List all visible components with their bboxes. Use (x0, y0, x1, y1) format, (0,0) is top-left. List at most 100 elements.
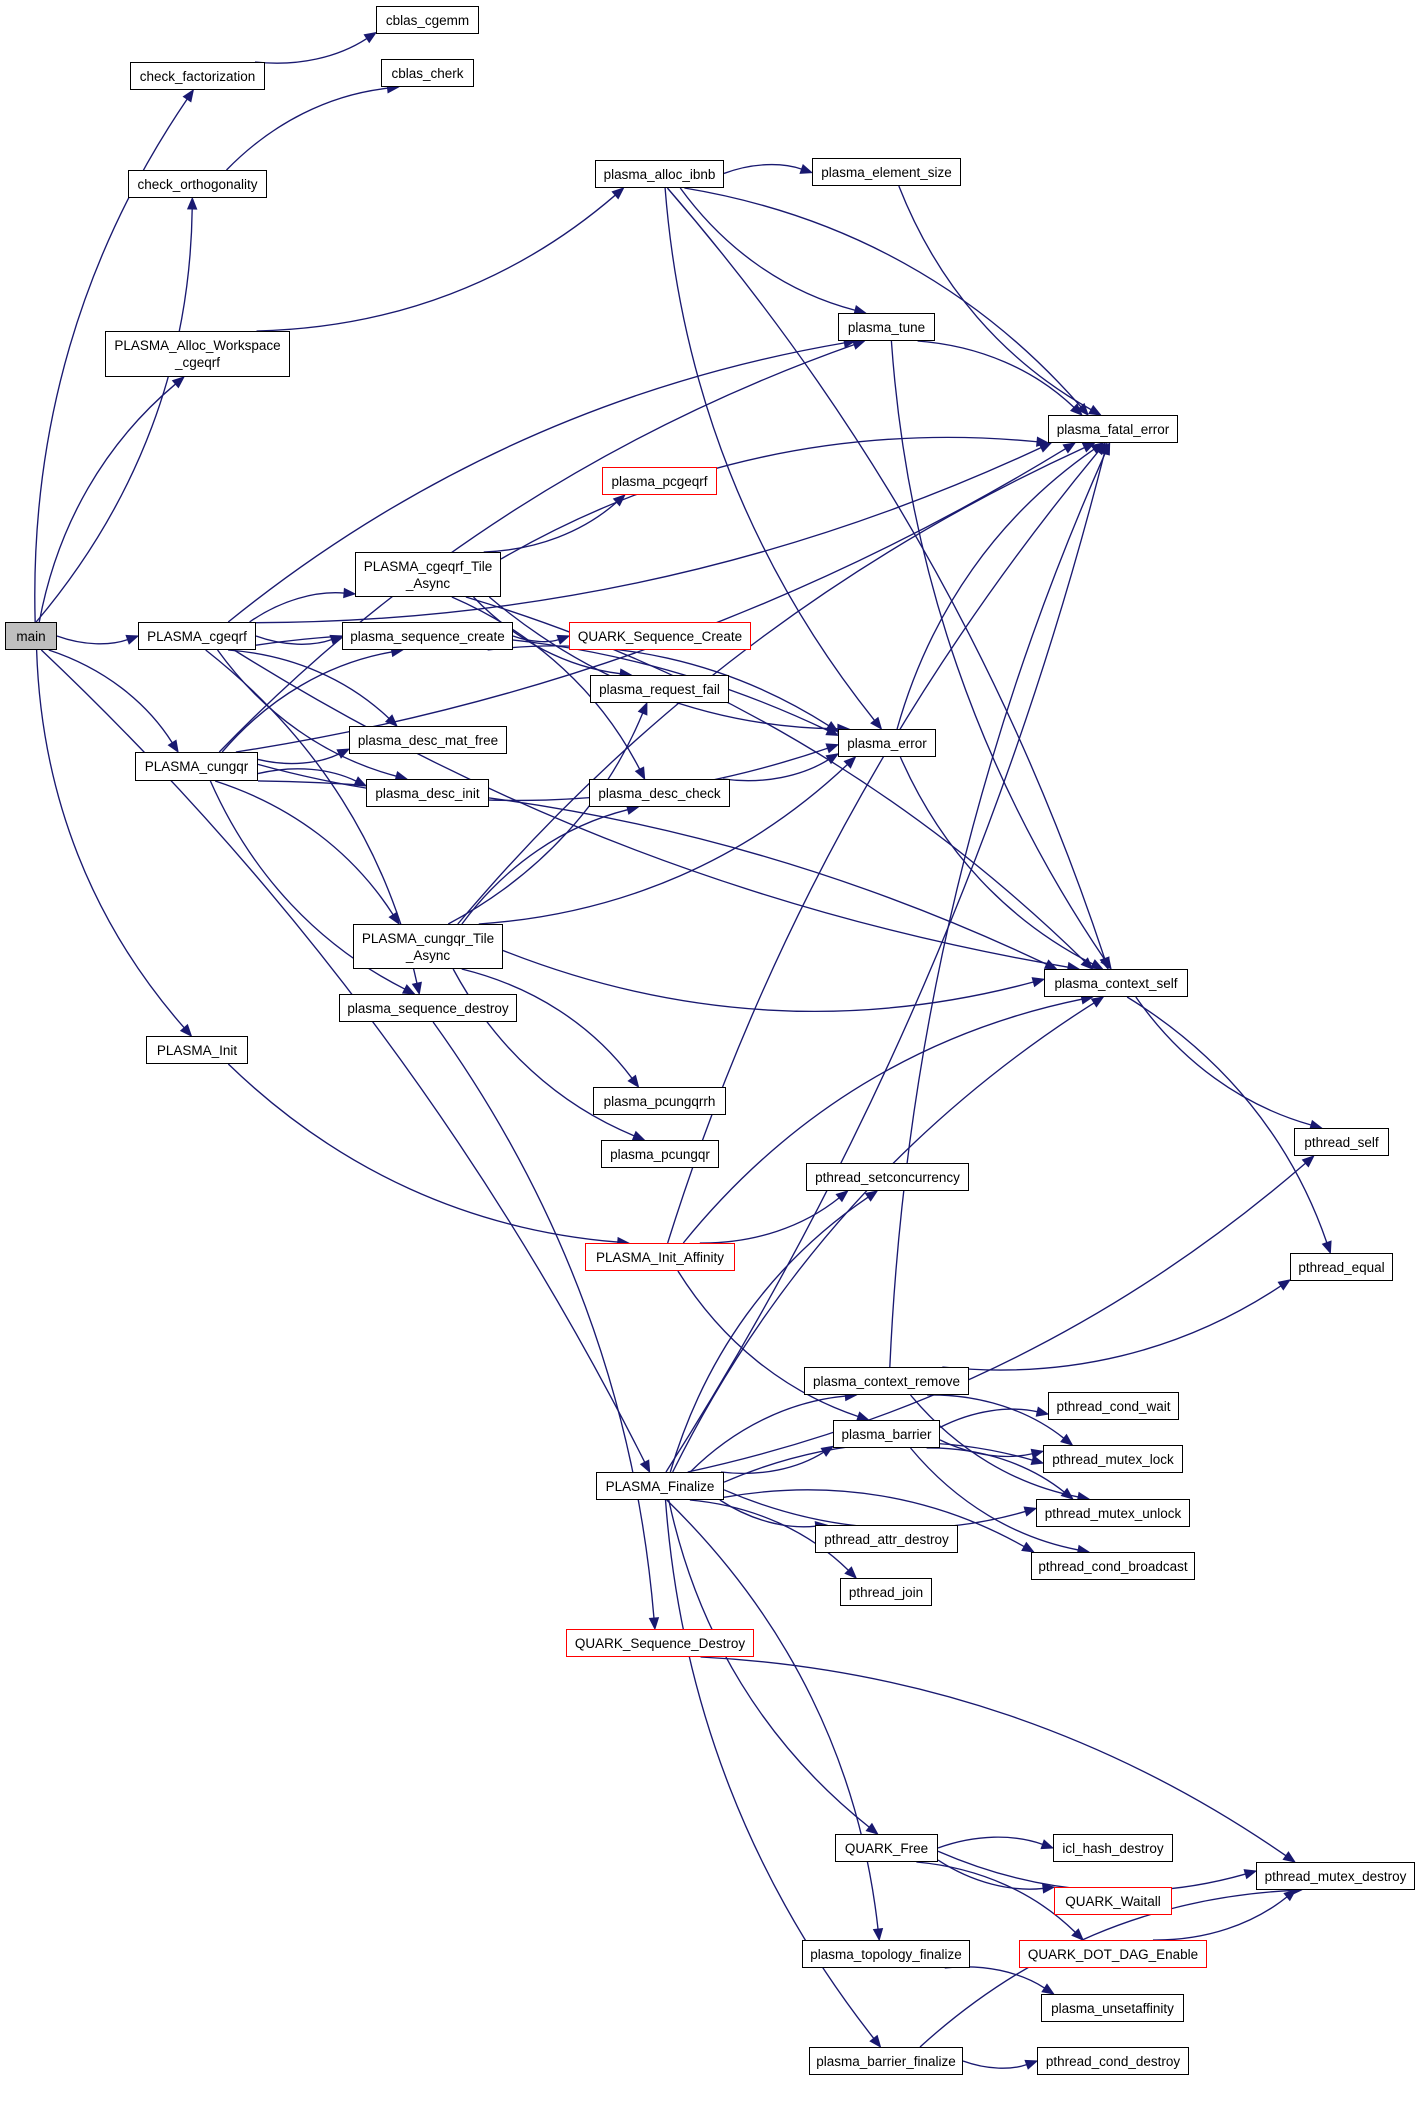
node-plasma-sequence-destroy[interactable]: plasma_sequence_destroy (339, 994, 517, 1022)
edge-plasma-cgeqrf-tile-async-to-plasma-fatal-error (500, 436, 1038, 560)
arrowhead-icon (1100, 956, 1112, 971)
node-quark-waitall[interactable]: QUARK_Waitall (1054, 1887, 1172, 1915)
node-plasma-init-affinity[interactable]: PLASMA_Init_Affinity (585, 1243, 735, 1271)
arrowhead-icon (1062, 442, 1077, 454)
node-plasma-cungqr[interactable]: PLASMA_cungqr (135, 752, 258, 781)
node-plasma-error[interactable]: plasma_error (838, 729, 936, 757)
edge-plasma-cungqr-tile-async-to-plasma-fatal-error (457, 446, 1085, 925)
edge-check-factorization-to-cblas-cgemm (254, 37, 368, 64)
edge-main-to-check-orthogonality (35, 208, 193, 623)
arrowhead-icon (1071, 1928, 1085, 1941)
node-pthread-mutex-lock[interactable]: pthread_mutex_lock (1043, 1445, 1183, 1473)
edge-plasma-context-self-to-pthread-equal (1126, 996, 1328, 1243)
node-plasma-fatal-error[interactable]: plasma_fatal_error (1048, 415, 1178, 443)
node-pthread-mutex-destroy[interactable]: pthread_mutex_destroy (1256, 1862, 1415, 1890)
edge-plasma-finalize-to-pthread-cond-broadcast (723, 1489, 1025, 1548)
arrowhead-icon (1041, 1883, 1056, 1894)
edge-plasma-element-size-to-plasma-fatal-error (898, 185, 1092, 411)
node-plasma-unsetaffinity[interactable]: plasma_unsetaffinity (1041, 1994, 1184, 2022)
node-plasma-pcgeqrf[interactable]: plasma_pcgeqrf (602, 467, 717, 495)
node-check-factorization[interactable]: check_factorization (130, 62, 265, 90)
edge-plasma-context-remove-to-plasma-fatal-error (889, 452, 1106, 1368)
arrowhead-icon (1036, 436, 1050, 447)
arrowhead-icon (1060, 1487, 1074, 1500)
arrowhead-icon (864, 1190, 879, 1202)
edge-plasma-finalize-to-plasma-barrier (720, 1451, 825, 1475)
arrowhead-icon (1069, 403, 1083, 416)
node-plasma-pcungqr[interactable]: plasma_pcungqr (601, 1140, 719, 1168)
node-plasma-desc-mat-free[interactable]: plasma_desc_mat_free (349, 726, 507, 754)
edge-plasma-init-to-plasma-init-affinity (227, 1063, 618, 1243)
arrowhead-icon (634, 766, 646, 781)
node-plasma-element-size[interactable]: plasma_element_size (812, 158, 961, 186)
node-plasma-barrier-finalize[interactable]: plasma_barrier_finalize (809, 2047, 963, 2075)
arrowhead-icon (851, 339, 866, 350)
node-plasma-cgeqrf-tile-async[interactable]: PLASMA_cgeqrf_Tile _Async (355, 552, 501, 597)
edge-plasma-sequence-create-to-plasma-error (487, 645, 830, 727)
node-plasma-alloc-ibnb[interactable]: plasma_alloc_ibnb (595, 160, 724, 188)
node-plasma-pcungqrrh[interactable]: plasma_pcungqrrh (593, 1087, 726, 1115)
arrowhead-icon (872, 1927, 884, 1942)
node-plasma-request-fail[interactable]: plasma_request_fail (590, 675, 729, 703)
node-plasma-barrier[interactable]: plasma_barrier (833, 1420, 940, 1448)
node-plasma-context-remove[interactable]: plasma_context_remove (804, 1367, 969, 1395)
node-pthread-equal[interactable]: pthread_equal (1290, 1253, 1393, 1281)
arrowhead-icon (384, 714, 398, 727)
node-plasma-cgeqrf[interactable]: PLASMA_cgeqrf (138, 622, 256, 650)
edge-plasma-cungqr-to-plasma-sequence-create (221, 651, 393, 753)
node-pthread-setconcurrency[interactable]: pthread_setconcurrency (806, 1163, 969, 1191)
arrowhead-icon (865, 1822, 879, 1835)
edge-quark-free-to-quark-dot-dag-enable (916, 1861, 1076, 1933)
node-plasma-tune[interactable]: plasma_tune (838, 313, 935, 341)
edge-plasma-finalize-to-pthread-join (689, 1499, 849, 1571)
edge-plasma-context-self-to-pthread-self (1135, 996, 1312, 1126)
arrowhead-icon (1090, 959, 1104, 970)
node-plasma-desc-init[interactable]: plasma_desc_init (366, 779, 489, 807)
edge-plasma-cungqr-tile-async-to-plasma-desc-check (461, 809, 628, 925)
node-plasma-topology-finalize[interactable]: plasma_topology_finalize (802, 1940, 970, 1968)
node-pthread-mutex-unlock[interactable]: pthread_mutex_unlock (1036, 1499, 1190, 1527)
edge-plasma-barrier-to-pthread-cond-wait (939, 1408, 1038, 1429)
edge-plasma-finalize-to-plasma-topology-finalize (666, 1499, 879, 1930)
node-icl-hash-destroy[interactable]: icl_hash_destroy (1053, 1834, 1173, 1862)
arrowhead-icon (388, 911, 400, 926)
arrowhead-icon (343, 587, 357, 599)
node-plasma-desc-check[interactable]: plasma_desc_check (589, 779, 730, 807)
node-quark-free[interactable]: QUARK_Free (835, 1834, 938, 1862)
edge-plasma-init-affinity-to-plasma-barrier (677, 1270, 859, 1418)
node-plasma-finalize[interactable]: PLASMA_Finalize (596, 1472, 724, 1500)
node-plasma-init[interactable]: PLASMA_Init (146, 1036, 248, 1064)
edge-plasma-cgeqrf-to-plasma-desc-mat-free (228, 649, 390, 719)
node-pthread-cond-broadcast[interactable]: pthread_cond_broadcast (1031, 1552, 1195, 1580)
edge-plasma-alloc-ibnb-to-plasma-context-self (666, 187, 1106, 959)
node-pthread-self[interactable]: pthread_self (1294, 1128, 1389, 1156)
node-quark-dot-dag-enable[interactable]: QUARK_DOT_DAG_Enable (1019, 1940, 1207, 1968)
edge-plasma-alloc-workspace-cgeqrf-to-plasma-alloc-ibnb (256, 194, 616, 332)
edge-plasma-cgeqrf-to-plasma-error (255, 633, 829, 732)
node-pthread-cond-destroy[interactable]: pthread_cond_destroy (1037, 2047, 1189, 2075)
edge-quark-free-to-icl-hash-destroy (937, 1836, 1043, 1849)
node-pthread-attr-destroy[interactable]: pthread_attr_destroy (815, 1525, 958, 1553)
edge-plasma-context-remove-to-pthread-equal (942, 1285, 1282, 1371)
node-plasma-context-self[interactable]: plasma_context_self (1044, 969, 1188, 997)
edge-plasma-finalize-to-pthread-mutex-lock (723, 1441, 1033, 1483)
edge-plasma-error-to-plasma-context-self (899, 756, 1094, 965)
arrowhead-icon (820, 1445, 835, 1457)
edge-plasma-barrier-finalize-to-pthread-mutex-destroy (919, 1889, 1291, 2048)
arrowhead-icon (627, 1074, 640, 1089)
edge-plasma-cgeqrf-to-plasma-desc-init (217, 649, 397, 777)
node-quark-sequence-destroy[interactable]: QUARK_Sequence_Destroy (566, 1629, 754, 1657)
arrowhead-icon (1080, 957, 1094, 970)
node-pthread-join[interactable]: pthread_join (840, 1578, 932, 1606)
node-check-orthogonality[interactable]: check_orthogonality (128, 170, 267, 198)
node-plasma-alloc-workspace-cgeqrf[interactable]: PLASMA_Alloc_Workspace _cgeqrf (105, 331, 290, 377)
node-cblas-cgemm[interactable]: cblas_cgemm (376, 6, 479, 34)
node-plasma-sequence-create[interactable]: plasma_sequence_create (342, 622, 513, 650)
node-cblas-cherk[interactable]: cblas_cherk (381, 59, 474, 87)
node-pthread-cond-wait[interactable]: pthread_cond_wait (1048, 1392, 1179, 1420)
edge-plasma-desc-check-to-plasma-error (723, 758, 830, 782)
edge-plasma-tune-to-plasma-fatal-error (917, 340, 1075, 408)
node-quark-sequence-create[interactable]: QUARK_Sequence_Create (569, 622, 751, 650)
node-plasma-cungqr-tile-async[interactable]: PLASMA_cungqr_Tile _Async (353, 924, 503, 969)
